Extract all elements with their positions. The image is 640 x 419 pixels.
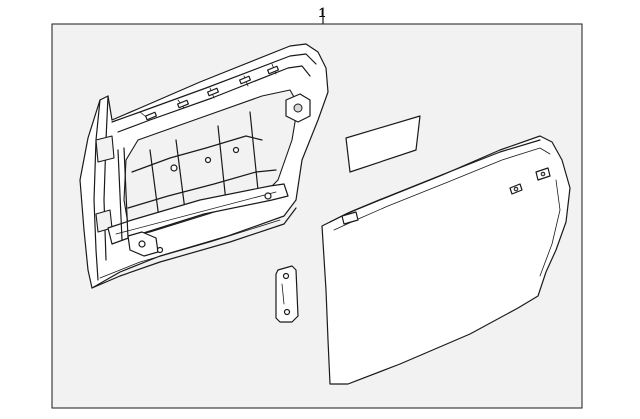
door-inner-frame	[79, 43, 329, 289]
window-sealing-strip	[345, 115, 421, 173]
door-outer-panel	[321, 135, 571, 385]
callout-label: 1	[318, 5, 325, 20]
door-check-bracket	[275, 265, 299, 323]
